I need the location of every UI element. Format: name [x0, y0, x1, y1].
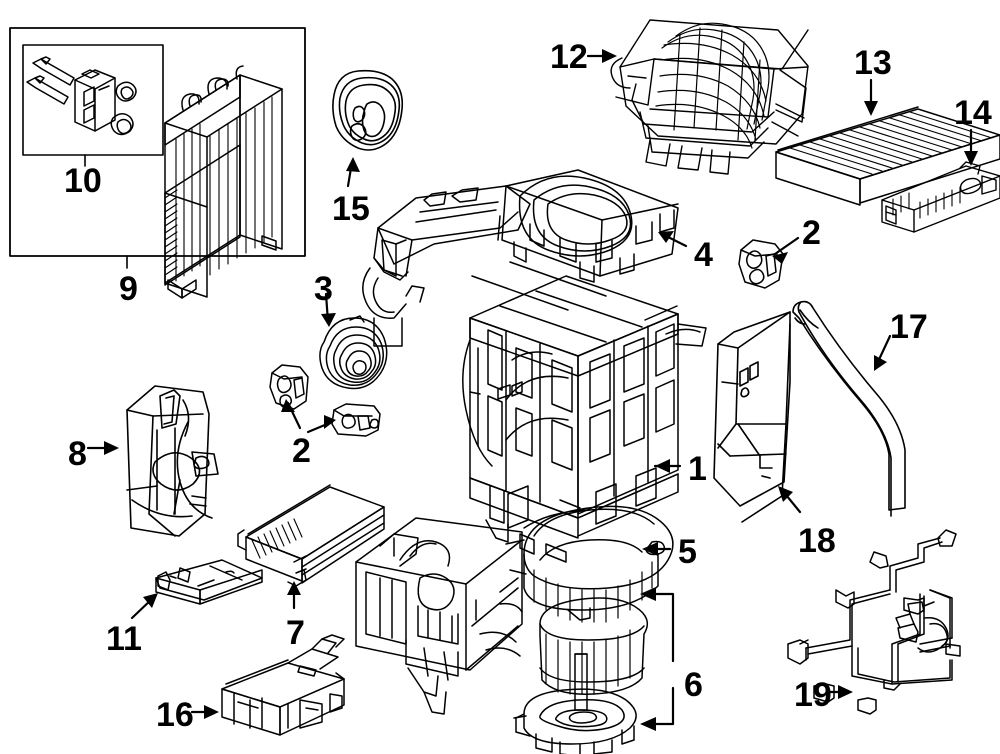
part-15-evaporator-seal — [332, 69, 404, 151]
part-2-actuator-center — [331, 403, 381, 437]
callout-19: 19 — [794, 676, 832, 714]
part-7-heater-core — [237, 484, 385, 587]
bolt-pair — [26, 56, 75, 105]
part-1-hvac-case-assembly — [462, 261, 707, 563]
callout-9: 9 — [119, 270, 138, 308]
lower-duct-case — [355, 517, 523, 715]
expansion-valve-block — [74, 69, 116, 132]
callout-4: 4 — [694, 236, 713, 274]
callout-12: 12 — [550, 38, 588, 76]
callout-7: 7 — [286, 614, 305, 652]
part-18-side-duct-panel — [713, 311, 791, 523]
o-ring-seals — [110, 81, 137, 136]
part-17-drain-hose-tube — [792, 300, 906, 517]
part-12-blower-intake-assembly — [610, 19, 809, 175]
callout-2b: 2 — [292, 432, 311, 470]
callout-14: 14 — [954, 94, 992, 132]
part-13-cabin-air-filter — [775, 106, 1000, 206]
part-4-upper-duct-housing — [362, 169, 679, 347]
callout-3: 3 — [314, 270, 333, 308]
callout-10: 10 — [64, 162, 102, 200]
callout-11: 11 — [106, 620, 142, 658]
callout-leaders — [86, 49, 978, 731]
part-6-blower-motor — [513, 653, 637, 754]
part-8-mode-door-assembly — [126, 385, 219, 537]
callout-1: 1 — [688, 450, 707, 488]
part-3-blower-resistor — [319, 315, 388, 390]
part-10-expansion-valve-box — [22, 44, 164, 167]
callout-16: 16 — [156, 696, 194, 734]
part-11-control-module-plate — [155, 559, 263, 605]
callout-15: 15 — [332, 190, 370, 228]
callout-8: 8 — [68, 435, 87, 473]
part-14-filter-retainer-frame — [881, 161, 1000, 233]
callout-5: 5 — [678, 533, 697, 571]
part-19-wire-harness — [787, 529, 961, 715]
part-16-amplifier-control-unit — [221, 634, 345, 736]
callout-18: 18 — [798, 522, 836, 560]
part-2-actuator-left — [269, 364, 309, 410]
part-9-evaporator-kit-box — [9, 27, 306, 269]
part-9-evaporator-core — [164, 65, 283, 299]
part-5-blower-housing-cover — [505, 505, 674, 623]
callout-13: 13 — [854, 44, 892, 82]
part-2-actuator-top — [738, 239, 784, 289]
callout-17: 17 — [890, 308, 928, 346]
callout-2a: 2 — [802, 214, 821, 252]
callout-6: 6 — [684, 666, 703, 704]
